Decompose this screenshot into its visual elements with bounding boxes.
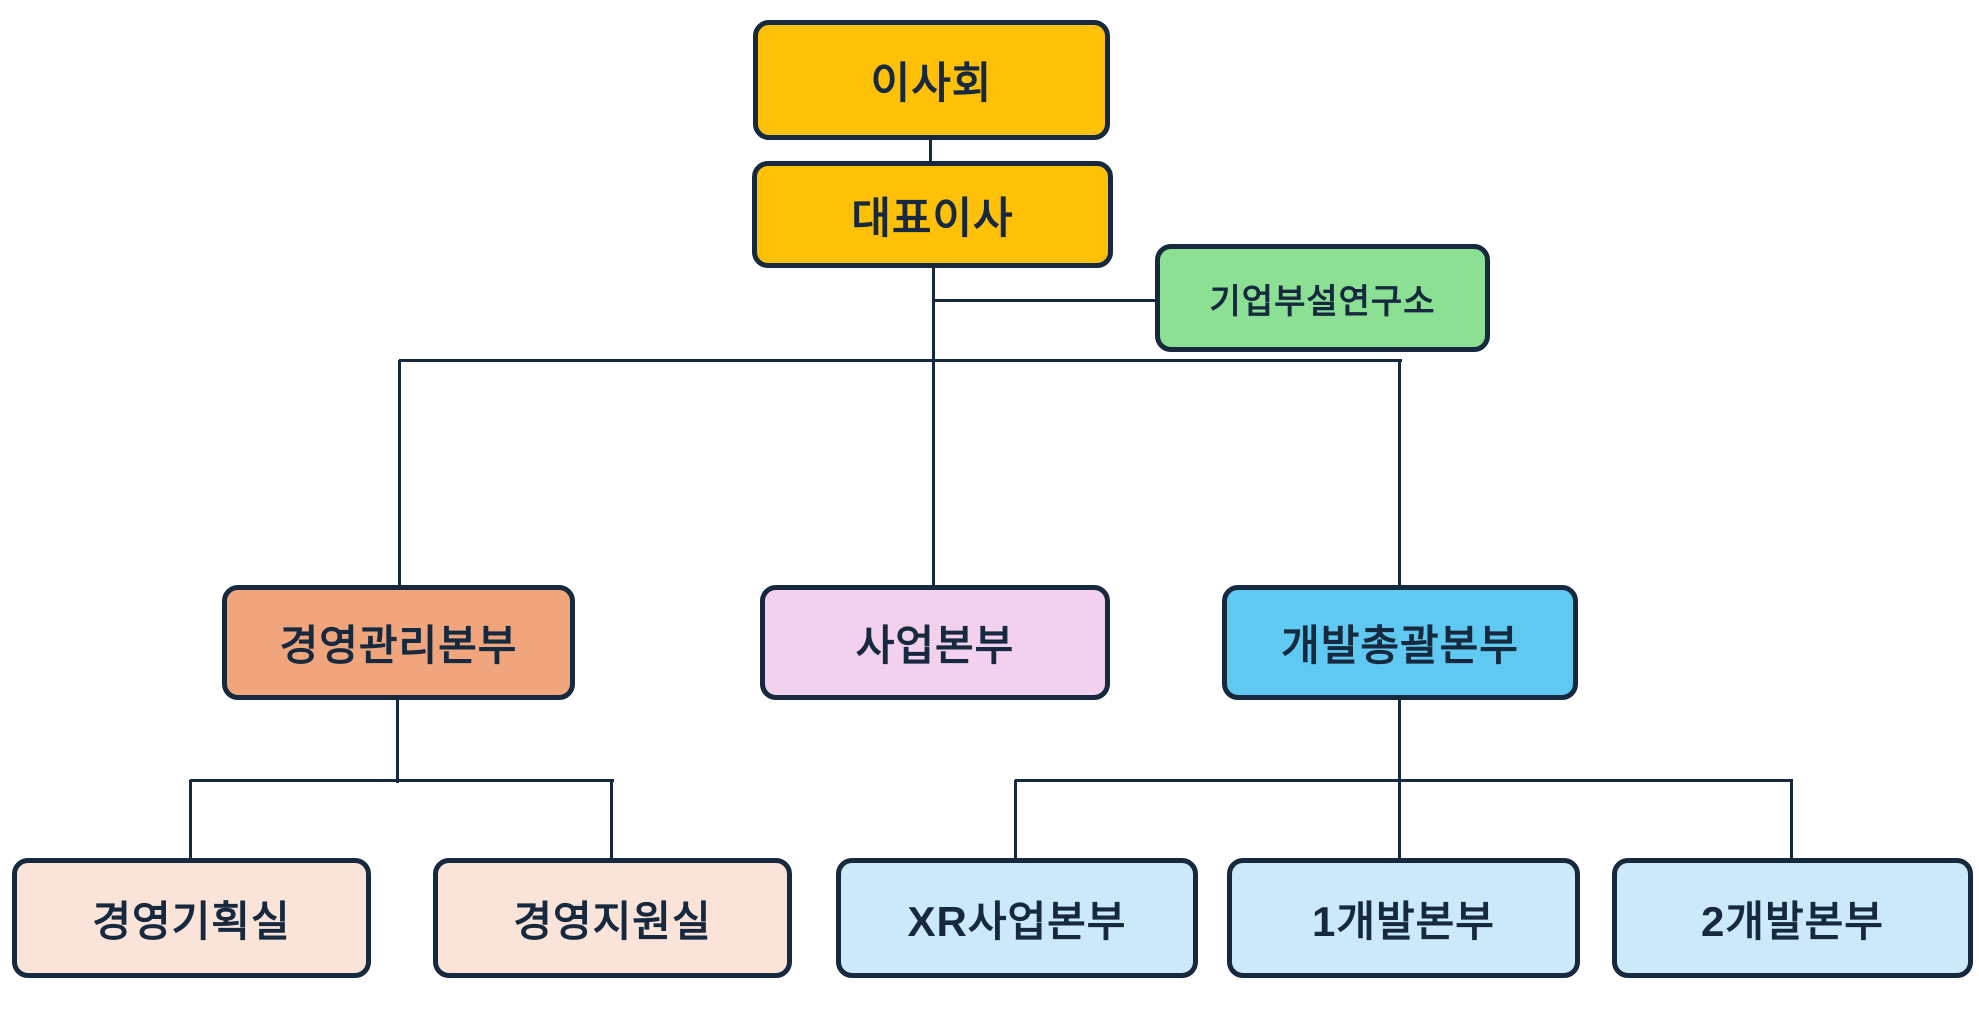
org-node-label: 경영지원실 <box>513 897 712 945</box>
org-node-support-office: 경영지원실 <box>433 858 792 978</box>
edge-main-branch <box>399 358 1402 362</box>
edge-to-xr-division <box>1013 780 1017 860</box>
edge-to-dev2-division <box>1789 780 1793 860</box>
org-node-label: 기업부설연구소 <box>1209 282 1436 321</box>
org-node-dev2-division: 2개발본부 <box>1612 858 1973 978</box>
org-node-board: 이사회 <box>753 20 1110 140</box>
edge-branch-to-development <box>1397 360 1401 587</box>
org-node-xr-business-division: XR사업본부 <box>836 858 1198 978</box>
edge-board-to-ceo <box>928 138 932 164</box>
org-node-label: XR사업본부 <box>907 897 1127 945</box>
edge-to-planning-office <box>188 780 192 860</box>
org-node-planning-office: 경영기획실 <box>12 858 371 978</box>
org-node-label: 개발총괄본부 <box>1281 622 1519 669</box>
edge-ceo-to-research <box>933 298 1157 302</box>
org-node-ceo: 대표이사 <box>752 161 1113 268</box>
edge-to-support-office <box>609 780 613 860</box>
org-node-label: 경영관리본부 <box>279 622 518 669</box>
org-node-label: 경영기획실 <box>92 897 291 945</box>
org-node-label: 1개발본부 <box>1312 897 1495 945</box>
org-node-label: 2개발본부 <box>1701 897 1884 945</box>
org-node-dev1-division: 1개발본부 <box>1227 858 1580 978</box>
edge-ceo-to-business-drop <box>931 266 935 587</box>
org-node-label: 이사회 <box>870 60 993 108</box>
org-node-business-division: 사업본부 <box>760 585 1110 700</box>
org-node-management-division: 경영관리본부 <box>222 585 575 700</box>
edge-management-drop <box>395 698 399 783</box>
edge-management-branch <box>190 778 614 782</box>
edge-development-drop <box>1397 698 1401 783</box>
edge-development-branch <box>1015 778 1793 782</box>
org-node-research-institute: 기업부설연구소 <box>1155 244 1490 352</box>
org-node-development-division: 개발총괄본부 <box>1222 585 1578 700</box>
org-node-label: 사업본부 <box>855 622 1015 669</box>
org-node-label: 대표이사 <box>851 194 1014 243</box>
edge-branch-to-management <box>397 360 401 587</box>
edge-to-dev1-division <box>1397 780 1401 860</box>
